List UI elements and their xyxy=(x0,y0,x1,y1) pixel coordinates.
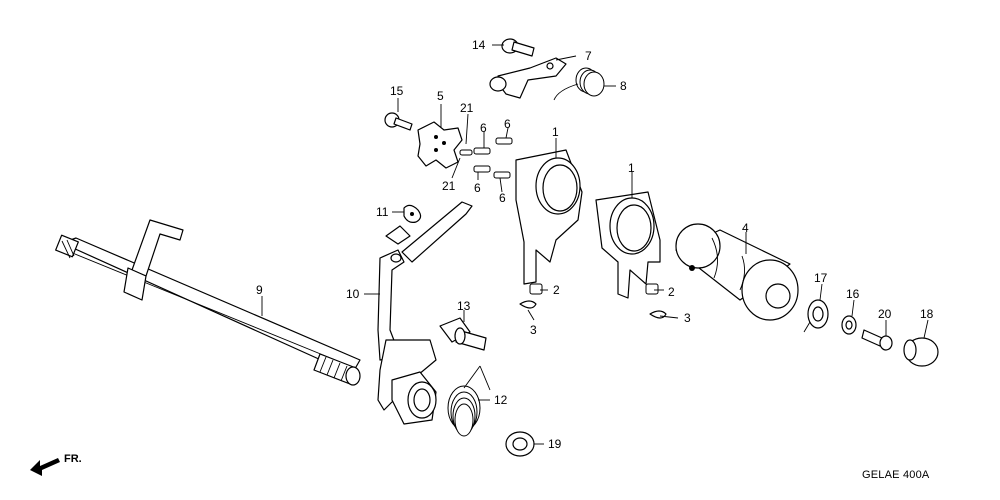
callout-16: 16 xyxy=(846,287,860,301)
part-7-stopper-arm xyxy=(489,57,567,99)
callout-4: 4 xyxy=(742,221,749,235)
part-6-pins xyxy=(459,137,513,179)
part-5-drum-plate xyxy=(417,121,463,169)
part-13-pin-bolt xyxy=(439,317,487,351)
front-arrow-icon xyxy=(30,458,60,476)
callout-6d: 6 xyxy=(499,191,506,205)
callout-3b: 3 xyxy=(684,311,691,325)
part-19-nut xyxy=(505,431,535,457)
callout-1b: 1 xyxy=(628,161,635,175)
callout-15: 15 xyxy=(390,84,404,98)
callout-11: 11 xyxy=(376,205,389,219)
part-3-clips xyxy=(519,300,667,319)
callout-9: 9 xyxy=(256,283,263,297)
leader-lines xyxy=(261,44,929,445)
callout-12: 12 xyxy=(494,393,508,407)
diagram-code: GELAE 400A xyxy=(862,469,930,481)
callout-20: 20 xyxy=(878,307,892,321)
part-20-bolt xyxy=(861,329,893,351)
part-18-cap xyxy=(903,337,939,367)
part-14-bolt xyxy=(501,38,535,57)
callout-1a: 1 xyxy=(552,125,559,139)
callout-2a: 2 xyxy=(553,283,560,297)
callout-18: 18 xyxy=(920,307,934,321)
callout-21b: 21 xyxy=(442,179,456,193)
callout-6a: 6 xyxy=(480,121,487,135)
callout-7: 7 xyxy=(585,49,592,63)
part-16-washer xyxy=(841,315,857,335)
part-11-clip xyxy=(403,204,422,223)
part-9-shift-spindle xyxy=(55,219,361,386)
part-10-shift-arm xyxy=(377,201,473,425)
callout-6c: 6 xyxy=(474,181,481,195)
callout-2b: 2 xyxy=(668,285,675,299)
callout-3a: 3 xyxy=(530,323,537,337)
callout-14: 14 xyxy=(472,38,486,52)
part-1-shift-fork-right xyxy=(595,191,661,299)
callout-17: 17 xyxy=(814,271,828,285)
callout-19: 19 xyxy=(548,437,562,451)
callout-13: 13 xyxy=(457,299,471,313)
callout-5: 5 xyxy=(437,89,444,103)
part-2-pins xyxy=(529,283,659,295)
callout-8: 8 xyxy=(620,79,627,93)
part-17-plate xyxy=(803,299,829,333)
callout-21a: 21 xyxy=(460,101,474,115)
callout-10: 10 xyxy=(346,287,360,301)
direction-label: FR. xyxy=(64,453,82,465)
part-1-shift-fork-left xyxy=(515,149,583,285)
part-4-shift-drum xyxy=(675,223,799,321)
part-8-spring xyxy=(553,67,605,101)
callout-6b: 6 xyxy=(504,117,511,131)
part-12-spring xyxy=(447,365,491,437)
part-15-bolt xyxy=(384,112,413,131)
callout-labels: 1 1 2 2 3 3 4 5 6 6 6 6 7 8 9 10 11 12 1… xyxy=(256,38,934,451)
